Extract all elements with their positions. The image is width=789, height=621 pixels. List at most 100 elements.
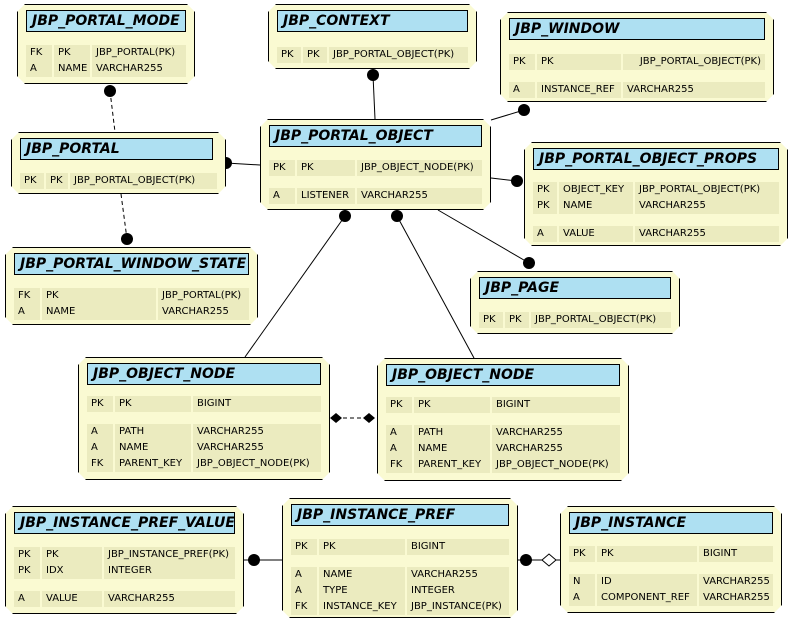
column-cell: PK: [14, 547, 40, 563]
column-cell: A: [386, 441, 412, 457]
diamond-filled-icon: [330, 413, 342, 423]
column-cell: VARCHAR255: [92, 61, 186, 77]
column-cell: BIGINT: [407, 539, 509, 555]
connector-end-dot: [339, 210, 351, 222]
column-cell: VARCHAR255: [158, 304, 249, 320]
column-cell: VARCHAR255: [407, 567, 509, 583]
column-cell: VARCHAR255: [193, 424, 321, 440]
column-cell: NAME: [414, 441, 490, 457]
column-cell: A: [386, 425, 412, 441]
column-cell: PK: [319, 539, 405, 555]
connector-end-dot: [391, 210, 403, 222]
column-cell: PK: [269, 160, 295, 176]
entity-title: JBP_OBJECT_NODE: [386, 364, 620, 386]
column-cell: A: [569, 590, 595, 606]
column-cell: PK: [569, 546, 595, 562]
column-cell: TYPE: [319, 583, 405, 599]
column-cell: PK: [479, 312, 503, 328]
column-cell: A: [26, 61, 52, 77]
connector-end-dot: [520, 554, 532, 566]
column-cell: INTEGER: [104, 563, 235, 579]
column-cell: NAME: [559, 198, 633, 214]
entity-title: JBP_INSTANCE: [569, 512, 773, 534]
column-cell: VARCHAR255: [635, 226, 779, 242]
column-cell: PK: [87, 396, 113, 412]
column-cell: VALUE: [559, 226, 633, 242]
column-cell: PK: [277, 47, 301, 63]
connector-end-dot: [518, 104, 530, 116]
column-cell: PK: [20, 173, 44, 189]
column-cell: PK: [303, 47, 327, 63]
column-cell: PK: [297, 160, 355, 176]
column-cell: A: [291, 583, 317, 599]
connector-end-dot: [511, 175, 523, 187]
entity-title: JBP_CONTEXT: [277, 10, 468, 32]
column-cell: JBP_PORTAL(PK): [158, 288, 249, 304]
column-cell: VARCHAR255: [492, 425, 620, 441]
column-cell: NAME: [319, 567, 405, 583]
column-cell: PK: [46, 173, 68, 189]
column-cell: N: [569, 574, 595, 590]
entity-title: JBP_PORTAL_OBJECT: [269, 125, 482, 147]
column-cell: NAME: [115, 440, 191, 456]
column-cell: PARENT_KEY: [115, 456, 191, 472]
column-cell: FK: [87, 456, 113, 472]
column-cell: PK: [505, 312, 529, 328]
column-cell: VARCHAR255: [623, 82, 765, 98]
column-cell: VARCHAR255: [357, 188, 482, 204]
column-cell: PK: [533, 182, 557, 198]
entity-title: JBP_WINDOW: [509, 18, 765, 40]
column-cell: A: [14, 304, 40, 320]
connector-context-portal-object: [372, 74, 376, 120]
column-cell: IDX: [42, 563, 102, 579]
column-cell: PK: [537, 54, 621, 70]
column-cell: PK: [414, 397, 490, 413]
column-cell: A: [87, 424, 113, 440]
connector-portal-mode-portal: [109, 90, 116, 133]
column-cell: VARCHAR255: [699, 574, 773, 590]
column-cell: PK: [42, 288, 156, 304]
column-cell: JBP_OBJECT_NODE(PK): [193, 456, 321, 472]
column-cell: PK: [54, 45, 90, 61]
connector-end-dot: [523, 257, 535, 269]
diamond-open-icon: [541, 553, 557, 567]
column-cell: VARCHAR255: [635, 198, 779, 214]
column-cell: A: [291, 567, 317, 583]
column-cell: NAME: [42, 304, 156, 320]
column-cell: JBP_INSTANCE_PREF(PK): [104, 547, 235, 563]
column-cell: COMPONENT_REF: [597, 590, 697, 606]
